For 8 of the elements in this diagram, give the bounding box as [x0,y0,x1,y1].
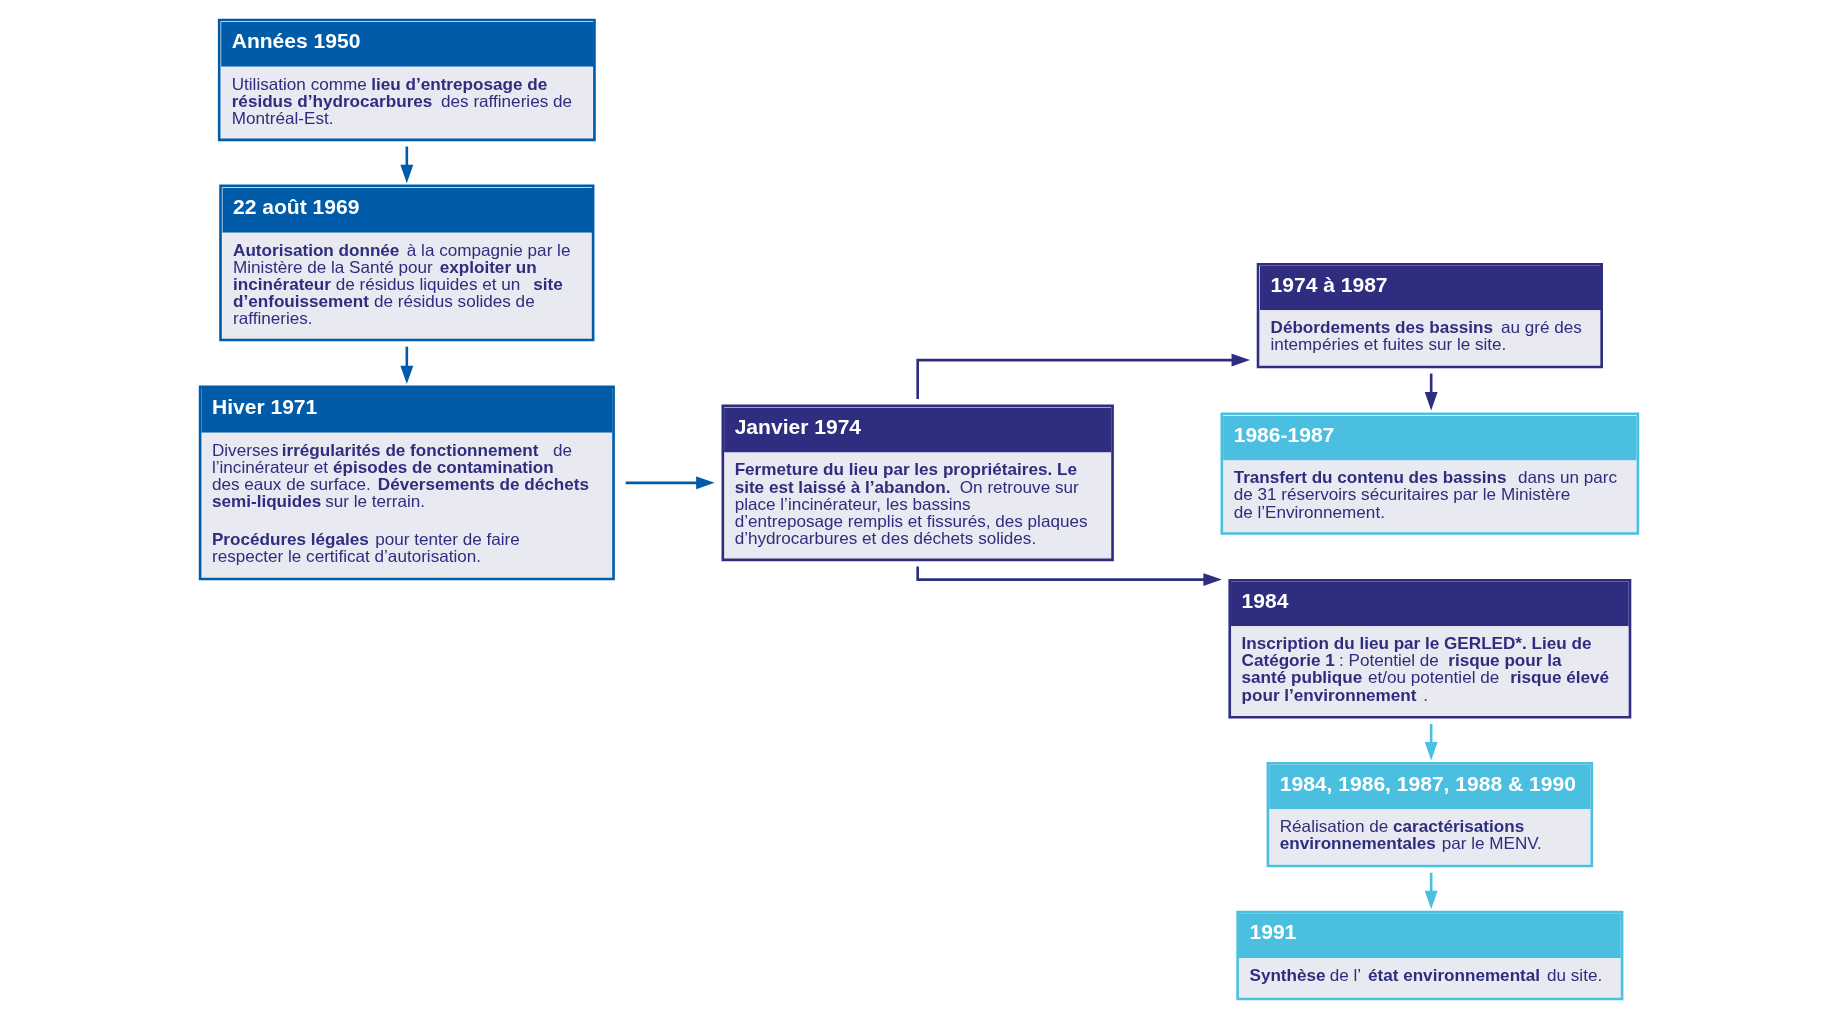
arrow [399,146,413,184]
arrow [1424,872,1438,910]
arrow [915,353,1250,399]
arrow [625,476,715,490]
arrow [1424,723,1438,761]
arrow [399,346,413,385]
arrow [915,566,1222,587]
arrow [1424,373,1438,411]
